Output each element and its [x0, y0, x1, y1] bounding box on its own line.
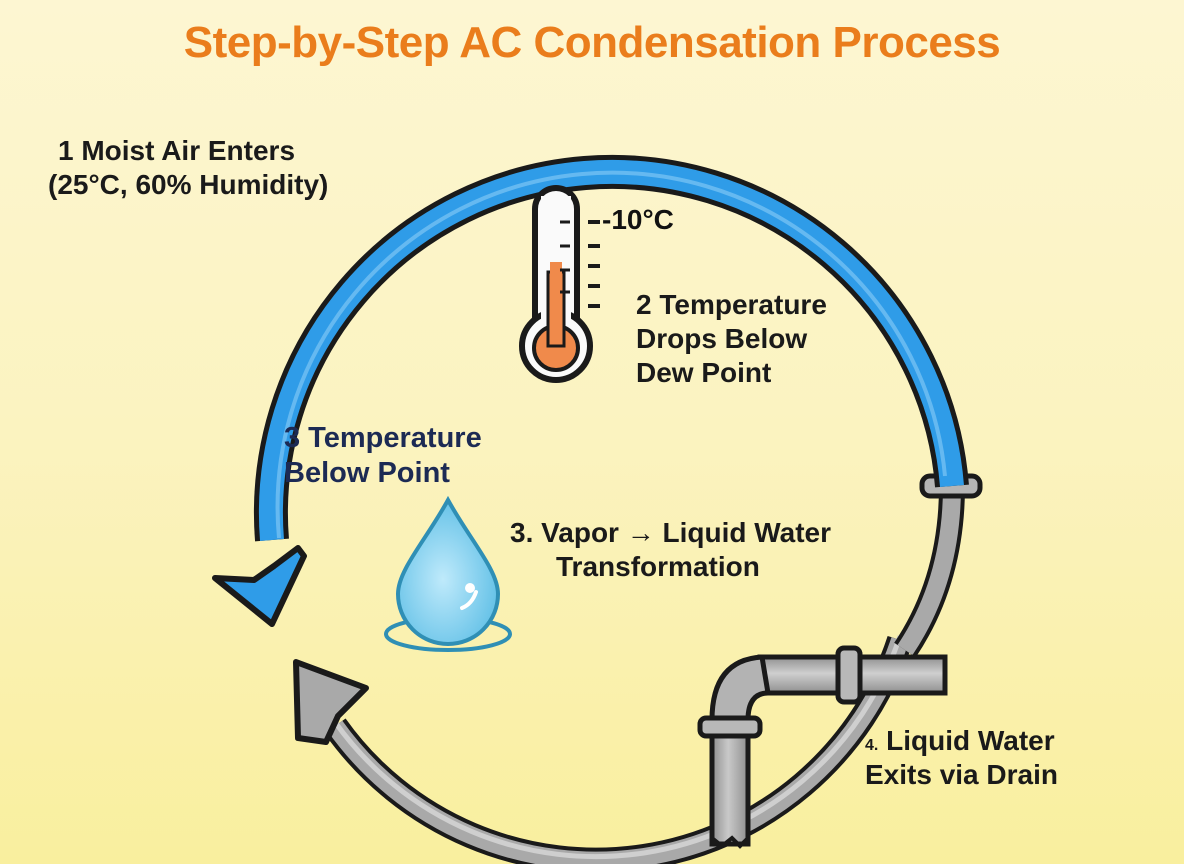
step-3-transformation-line-1: 3. Vapor → Liquid Water [510, 516, 831, 550]
step-4-number: 4. [865, 737, 879, 754]
step-2-label: 2 Temperature Drops Below Dew Point [636, 288, 827, 390]
step-2-line-3: Dew Point [636, 357, 772, 389]
step-1-line-2: (25°C, 60% Humidity) [48, 169, 329, 201]
blue-cycle-arc [253, 154, 969, 542]
step-1-label: 1 Moist Air Enters (25°C, 60% Humidity) [48, 134, 328, 202]
drain-pipe-icon [697, 645, 948, 849]
step-3-transformation-line-2: Transformation [556, 551, 760, 583]
gray-arrowhead [293, 659, 369, 745]
step-4-line-2: Exits via Drain [865, 759, 1058, 791]
right-pipe-segment [894, 473, 983, 658]
step-2-line-2: Drops Below [636, 323, 808, 355]
step-3-transformation-label: 3. Vapor → Liquid Water Transformation [510, 516, 831, 584]
step-1-line-1: 1 Moist Air Enters [58, 135, 296, 166]
thermometer-icon [519, 185, 600, 383]
blue-arrowhead [212, 545, 307, 627]
step-2-line-1: 2 Temperature [636, 289, 827, 320]
step-4-line-1: 4. Liquid Water [865, 724, 1058, 758]
step-4-label: 4. Liquid Water Exits via Drain [865, 724, 1058, 792]
water-drop-icon [384, 495, 512, 652]
step-3-number: 3. [510, 517, 534, 548]
thermometer-reading: -10°C [602, 204, 674, 235]
step-3-heading: 3 Temperature Below Point [284, 421, 482, 492]
step-3-transformation-text-1: Vapor → Liquid Water [541, 517, 832, 548]
step-3-heading-line-2: Below Point [284, 457, 450, 490]
diagram-title: Step-by-Step AC Condensation Process [183, 18, 1001, 67]
gray-return-arc [324, 635, 913, 864]
step-3-heading-line-1: 3 Temperature [284, 422, 482, 454]
step-4-text-1: Liquid Water [886, 725, 1055, 756]
